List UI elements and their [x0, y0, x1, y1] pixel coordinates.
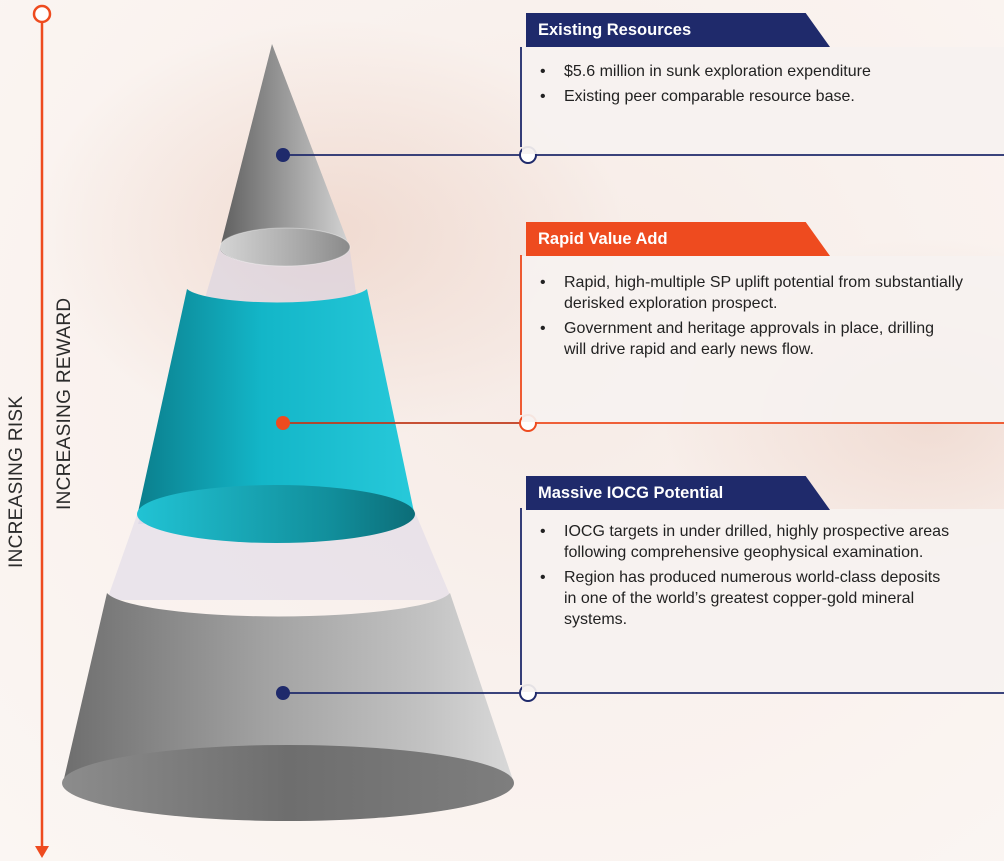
connector-dot-1: [276, 148, 290, 162]
list-item: • IOCG targets in under drilled, highly p…: [522, 521, 1004, 563]
callout-1-bullets: • $5.6 million in sunk exploration expend…: [522, 47, 1004, 107]
bullet-icon: •: [540, 523, 546, 540]
connector-dot-3: [276, 686, 290, 700]
callout-1-body: • $5.6 million in sunk exploration expend…: [522, 47, 1004, 154]
list-item: • $5.6 million in sunk exploration expend…: [522, 61, 1004, 82]
callout-3-body: • IOCG targets in under drilled, highly p…: [522, 509, 1004, 692]
bullet-icon: •: [540, 569, 546, 586]
bullet-icon: •: [540, 63, 546, 80]
callout-2-bullet-2-text: Government and heritage approvals in pla…: [564, 320, 934, 358]
bullet-icon: •: [540, 274, 546, 291]
callout-3-bullet-2-text: Region has produced numerous world-class…: [564, 569, 941, 628]
cone-teal-band: [138, 289, 414, 542]
connector-dot-2: [276, 416, 290, 430]
callout-2-bullets: • Rapid, high-multiple SP uplift potentia…: [522, 256, 1004, 360]
bullet-icon: •: [540, 88, 546, 105]
callout-2-body: • Rapid, high-multiple SP uplift potentia…: [522, 256, 1004, 422]
list-item: • Rapid, high-multiple SP uplift potentia…: [522, 272, 1004, 314]
cone-base-ellipse: [62, 745, 514, 821]
list-item: • Region has produced numerous world-clas…: [522, 567, 1004, 630]
callout-1-bullet-1-text: $5.6 million in sunk exploration expendi…: [564, 63, 871, 80]
cone-top-ellipse-edge: [219, 227, 351, 267]
callout-2-title: Rapid Value Add: [526, 222, 830, 256]
bullet-icon: •: [540, 320, 546, 337]
callout-3-title: Massive IOCG Potential: [526, 476, 830, 510]
callout-3-bullets: • IOCG targets in under drilled, highly p…: [522, 509, 1004, 630]
risk-axis-arrow: [32, 4, 52, 858]
list-item: • Government and heritage approvals in pl…: [522, 318, 1004, 360]
callout-1-title: Existing Resources: [526, 13, 830, 47]
callout-1-bullet-2-text: Existing peer comparable resource base.: [564, 88, 855, 105]
cone-teal-ellipse: [137, 485, 415, 543]
axis-arrowhead-icon: [35, 846, 49, 858]
callout-2-bullet-1-text: Rapid, high-multiple SP uplift potential…: [564, 274, 964, 312]
cone-top-ellipse: [220, 228, 350, 266]
list-item: • Existing peer comparable resource base.: [522, 86, 1004, 107]
callout-3-bullet-1-text: IOCG targets in under drilled, highly pr…: [564, 523, 950, 561]
